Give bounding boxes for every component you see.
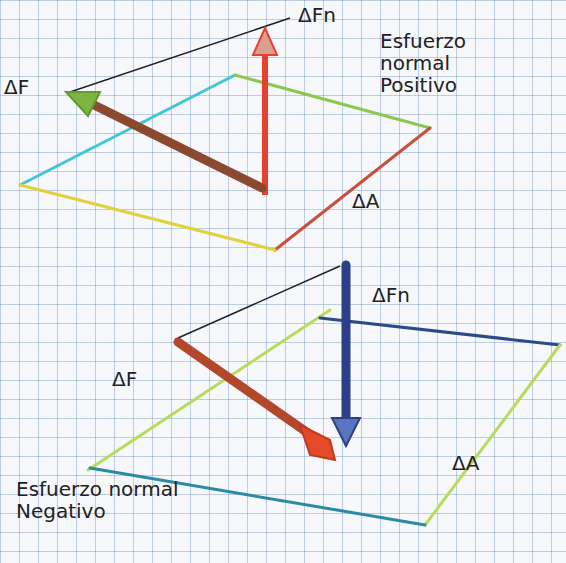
force-label: ΔFn (372, 284, 452, 306)
negative-normal-arrow (332, 265, 360, 446)
positive-force-arrow (66, 92, 262, 188)
stress-caption: Esfuerzo normal Positivo (380, 30, 492, 96)
positive-normal-arrow (253, 28, 277, 195)
force-label: ΔFn (298, 4, 378, 26)
negative-force-arrow (178, 342, 335, 460)
area-label: ΔA (352, 190, 412, 212)
leader-line (178, 266, 340, 338)
leader-line (70, 18, 290, 92)
area-label: ΔA (452, 452, 512, 474)
force-label: ΔF (112, 368, 162, 390)
force-label: ΔF (4, 76, 54, 98)
stress-caption: Esfuerzo normal Negativo (16, 478, 206, 522)
positive-plane (20, 75, 430, 250)
